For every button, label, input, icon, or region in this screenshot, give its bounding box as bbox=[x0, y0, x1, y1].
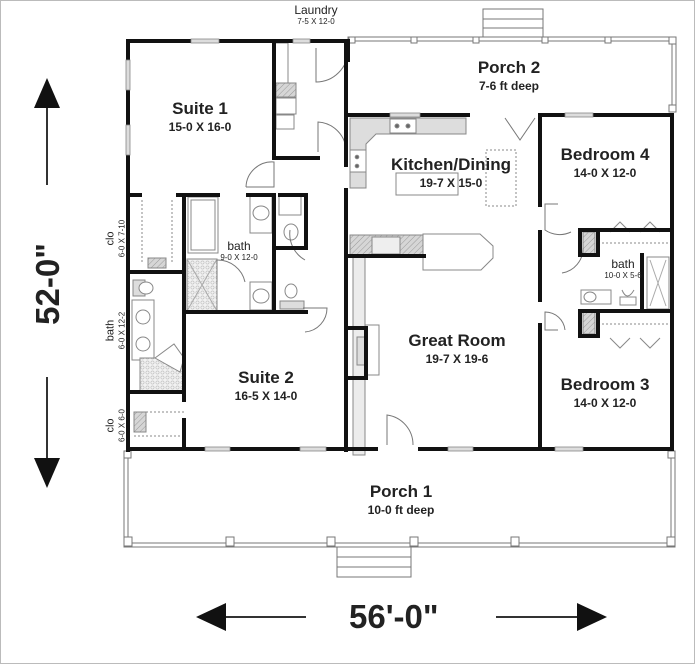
room-label-great-room: Great Room 19-7 X 19-6 bbox=[408, 332, 505, 365]
room-name: clo bbox=[104, 231, 117, 246]
width-dimension-arrow bbox=[196, 603, 607, 631]
room-name: Kitchen/Dining bbox=[391, 155, 511, 174]
room-size: 6-0 X 7-10 bbox=[117, 219, 127, 258]
room-size: 15-0 X 16-0 bbox=[168, 120, 232, 134]
room-label-porch-1: Porch 1 10-0 ft deep bbox=[368, 483, 435, 516]
room-name: Porch 1 bbox=[369, 482, 433, 501]
room-label-suite-1-bath: bath 9-0 X 12-0 bbox=[220, 240, 257, 262]
overall-depth-label: 52-0" bbox=[29, 243, 66, 325]
room-name: bath bbox=[611, 257, 635, 271]
door-swings bbox=[216, 48, 584, 446]
room-name: Bedroom 3 bbox=[560, 375, 650, 394]
room-label-suite-1: Suite 1 15-0 X 16-0 bbox=[169, 100, 232, 133]
room-name: Laundry bbox=[294, 3, 338, 17]
walls bbox=[126, 39, 674, 452]
room-name: clo bbox=[104, 418, 117, 433]
room-name: Bedroom 4 bbox=[560, 145, 650, 164]
room-size: 7-5 X 12-0 bbox=[297, 17, 335, 26]
room-name: Porch 2 bbox=[477, 58, 541, 77]
room-size: 16-5 X 14-0 bbox=[234, 389, 298, 403]
room-size: 14-0 X 12-0 bbox=[573, 396, 637, 410]
room-label-bedroom-4: Bedroom 4 14-0 X 12-0 bbox=[561, 146, 650, 179]
room-size: 7-6 ft deep bbox=[478, 79, 540, 93]
room-size: 6-0 X 12-2 bbox=[117, 311, 127, 350]
room-name: bath bbox=[227, 239, 251, 253]
room-size: 6-0 X 6-0 bbox=[117, 409, 127, 442]
room-label-closet-lower: clo 6-0 X 6-0 bbox=[104, 396, 127, 456]
room-size: 10-0 X 5-6 bbox=[604, 271, 642, 280]
room-name: bath bbox=[104, 319, 117, 342]
room-size: 19-7 X 19-6 bbox=[425, 352, 489, 366]
room-name: Great Room bbox=[408, 331, 506, 350]
room-label-bedroom-3: Bedroom 3 14-0 X 12-0 bbox=[561, 376, 650, 409]
room-label-closet-upper: clo 6-0 X 7-10 bbox=[104, 209, 127, 269]
room-label-laundry: Laundry 7-5 X 12-0 bbox=[294, 4, 337, 26]
room-label-suite-2: Suite 2 16-5 X 14-0 bbox=[235, 369, 298, 402]
room-label-kitchen-dining: Kitchen/Dining 19-7 X 15-0 bbox=[391, 156, 511, 189]
depth-dimension-arrow bbox=[34, 78, 60, 488]
room-label-porch-2: Porch 2 7-6 ft deep bbox=[478, 59, 540, 92]
room-name: Suite 2 bbox=[238, 368, 294, 387]
room-label-suite-2-bath: bath 6-0 X 12-2 bbox=[104, 301, 127, 361]
fixtures bbox=[131, 42, 670, 456]
room-size: 10-0 ft deep bbox=[367, 503, 435, 517]
overall-width-label: 56'-0" bbox=[349, 598, 439, 635]
room-label-hall-bath: bath 10-0 X 5-6 bbox=[604, 258, 641, 280]
room-size: 9-0 X 12-0 bbox=[220, 253, 258, 262]
porch-1 bbox=[123, 450, 676, 578]
room-size: 14-0 X 12-0 bbox=[573, 166, 637, 180]
porch-2 bbox=[347, 8, 677, 113]
windows bbox=[125, 38, 594, 452]
room-name: Suite 1 bbox=[172, 99, 228, 118]
room-size: 19-7 X 15-0 bbox=[419, 176, 483, 190]
